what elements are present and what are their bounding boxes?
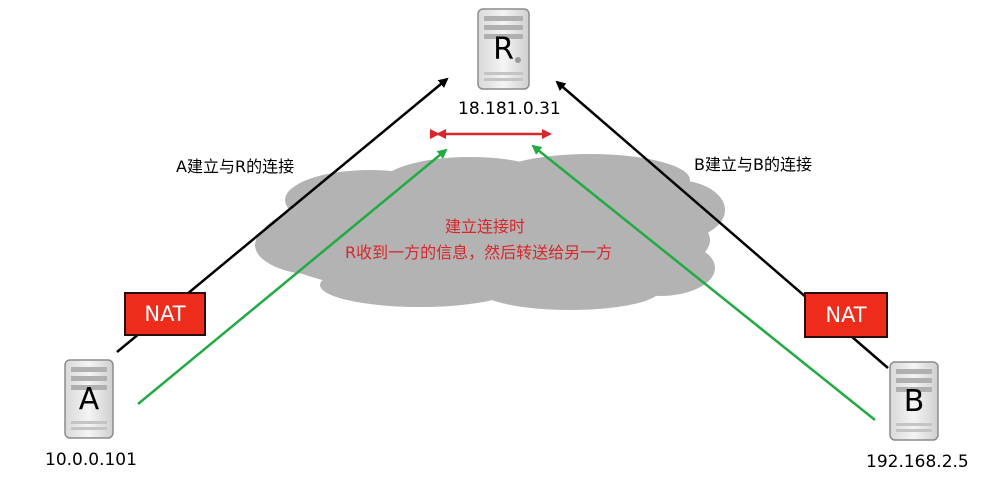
b-to-r-data-arrow — [531, 144, 876, 421]
nat-box-left: NAT — [124, 292, 206, 336]
server-r-icon — [477, 8, 530, 90]
server-a-ip: 10.0.0.101 — [45, 450, 137, 470]
nat-box-right: NAT — [804, 292, 888, 338]
relay-left-arrowhead — [436, 129, 446, 139]
a-connection-label: A建立与R的连接 — [176, 157, 295, 176]
server-a-letter: A — [78, 382, 100, 417]
server-b-ip: 192.168.2.5 — [866, 452, 969, 472]
server-a-icon — [64, 359, 114, 439]
network-cloud — [255, 154, 725, 310]
cloud-text-line2: R收到一方的信息，然后转送给另一方 — [345, 243, 613, 262]
server-r-ip: 18.181.0.31 — [458, 99, 561, 119]
server-r-letter: R — [493, 32, 514, 67]
a-to-r-data-arrow — [137, 148, 448, 405]
server-b-icon — [889, 361, 939, 441]
cloud-text-line1: 建立连接时 — [445, 217, 526, 236]
server-b-letter: B — [903, 384, 925, 419]
b-connection-label: B建立与B的连接 — [694, 155, 812, 174]
